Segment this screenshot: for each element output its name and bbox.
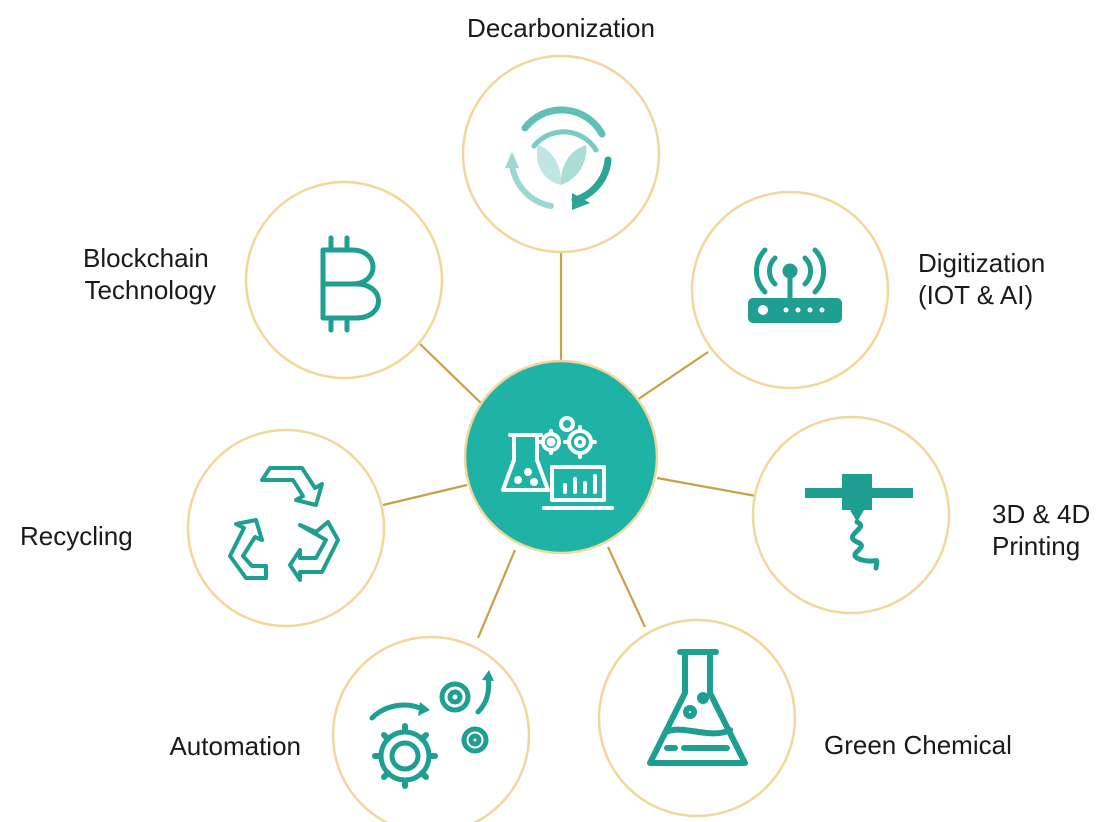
flask-icon — [647, 649, 748, 766]
gears-icon — [369, 670, 494, 789]
icons — [228, 106, 913, 789]
connector-recycling — [382, 483, 468, 507]
connectors — [382, 252, 757, 639]
label-automation-line-1: Automation — [169, 731, 301, 761]
circle-printing — [751, 415, 951, 615]
label-recycling: Recycling — [20, 521, 133, 551]
recycle-leaves-icon — [505, 106, 612, 210]
label-green-chemical: Green Chemical — [824, 730, 1012, 760]
label-printing-line-2: Printing — [992, 531, 1080, 561]
label-digitization-line-2: (IOT & AI) — [918, 280, 1033, 310]
label-digitization: Digitization (IOT & AI) — [918, 248, 1052, 310]
label-printing-line-1: 3D & 4D — [992, 499, 1090, 529]
3d-printer-icon — [805, 474, 913, 571]
circle-automation — [331, 635, 531, 822]
recycle-arrows-icon — [228, 466, 340, 582]
label-recycling-line-1: Recycling — [20, 521, 133, 551]
label-digitization-line-1: Digitization — [918, 248, 1045, 278]
labels: Decarbonization Digitization (IOT & AI) … — [20, 13, 1098, 761]
circle-decarbonization — [461, 54, 661, 254]
label-automation: Automation — [169, 731, 301, 761]
circle-blockchain — [244, 180, 444, 380]
label-decarbonization-line-1: Decarbonization — [467, 13, 655, 43]
bitcoin-icon — [320, 235, 381, 333]
connector-green-chemical — [607, 546, 646, 628]
circle-recycling — [186, 428, 386, 628]
connector-blockchain — [419, 343, 484, 406]
label-green-chemical-line-1: Green Chemical — [824, 730, 1012, 760]
connector-automation — [476, 549, 517, 639]
connector-printing — [656, 476, 757, 498]
hub-circle — [463, 359, 659, 555]
circle-green-chemical — [597, 618, 797, 818]
hub — [463, 359, 659, 555]
label-printing: 3D & 4D Printing — [992, 499, 1098, 561]
label-blockchain: Blockchain Technology — [83, 243, 216, 305]
lab-analytics-icon — [501, 416, 614, 510]
wifi-router-icon — [748, 247, 842, 323]
connector-digitization — [636, 351, 709, 401]
label-blockchain-line-1: Blockchain — [83, 243, 209, 273]
label-blockchain-line-2: Technology — [84, 275, 216, 305]
label-decarbonization: Decarbonization — [467, 13, 655, 43]
